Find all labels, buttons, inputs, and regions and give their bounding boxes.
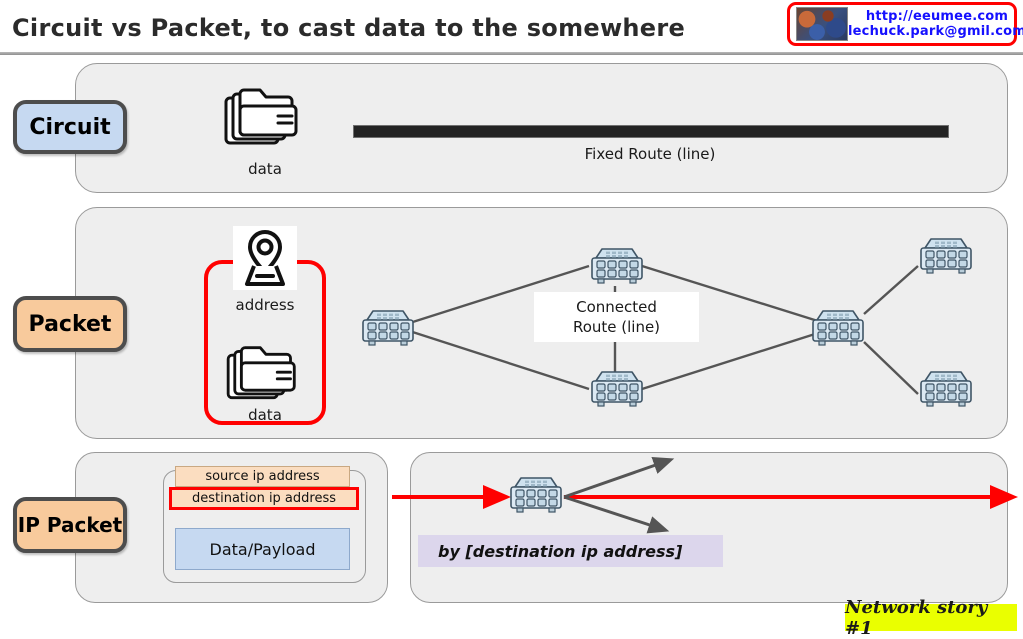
badge-packet[interactable]: Packet: [13, 296, 127, 352]
circuit-data-label: data: [248, 160, 282, 178]
connected-route-line1: Connected: [576, 298, 657, 316]
footer-note: Network story #1: [845, 597, 1017, 639]
network-switch-icon: [812, 310, 864, 346]
connected-route-label: Connected Route (line): [534, 292, 699, 342]
connected-route-line2: Route (line): [572, 318, 661, 336]
portrait-thumbnail-icon: [796, 7, 848, 41]
folder-stack-icon: [224, 88, 298, 145]
network-topology: [362, 238, 972, 407]
ip-routing-panel: [410, 452, 1008, 603]
ip-routing-arrows: [392, 456, 1018, 534]
folder-stack-icon: [226, 346, 296, 400]
alt-route-arrow-down: [563, 495, 670, 534]
map-pin-icon: [233, 226, 297, 290]
contact-email[interactable]: lechuck.park@gmil.com: [848, 24, 1023, 39]
packet-data-label: data: [248, 406, 282, 424]
field-destination-ip-address[interactable]: destination ip address: [169, 487, 359, 510]
network-switch-icon: [591, 248, 643, 284]
network-switch-icon: [920, 371, 972, 407]
field-data-payload[interactable]: Data/Payload: [175, 528, 350, 570]
badge-circuit[interactable]: Circuit: [13, 100, 127, 154]
alt-route-arrow-up: [563, 456, 675, 499]
header-divider: [0, 52, 1023, 55]
network-switch-icon: [920, 238, 972, 274]
network-switch-icon: [362, 310, 414, 346]
address-label: address: [235, 296, 295, 314]
field-source-ip-address[interactable]: source ip address: [175, 466, 350, 487]
fixed-route-bar: [353, 125, 949, 138]
fixed-route-label: Fixed Route (line): [584, 145, 716, 163]
page-title: Circuit vs Packet, to cast data to the s…: [12, 14, 686, 42]
routing-caption: by [destination ip address]: [418, 535, 723, 567]
network-switch-icon: [510, 477, 562, 513]
contact-website[interactable]: http://eeumee.com: [865, 9, 1009, 24]
network-switch-icon: [591, 371, 643, 407]
contact-lines: http://eeumee.com lechuck.park@gmil.com: [848, 9, 1023, 39]
badge-ip-packet[interactable]: IP Packet: [13, 497, 127, 553]
contact-card: http://eeumee.com lechuck.park@gmil.com: [787, 2, 1023, 46]
